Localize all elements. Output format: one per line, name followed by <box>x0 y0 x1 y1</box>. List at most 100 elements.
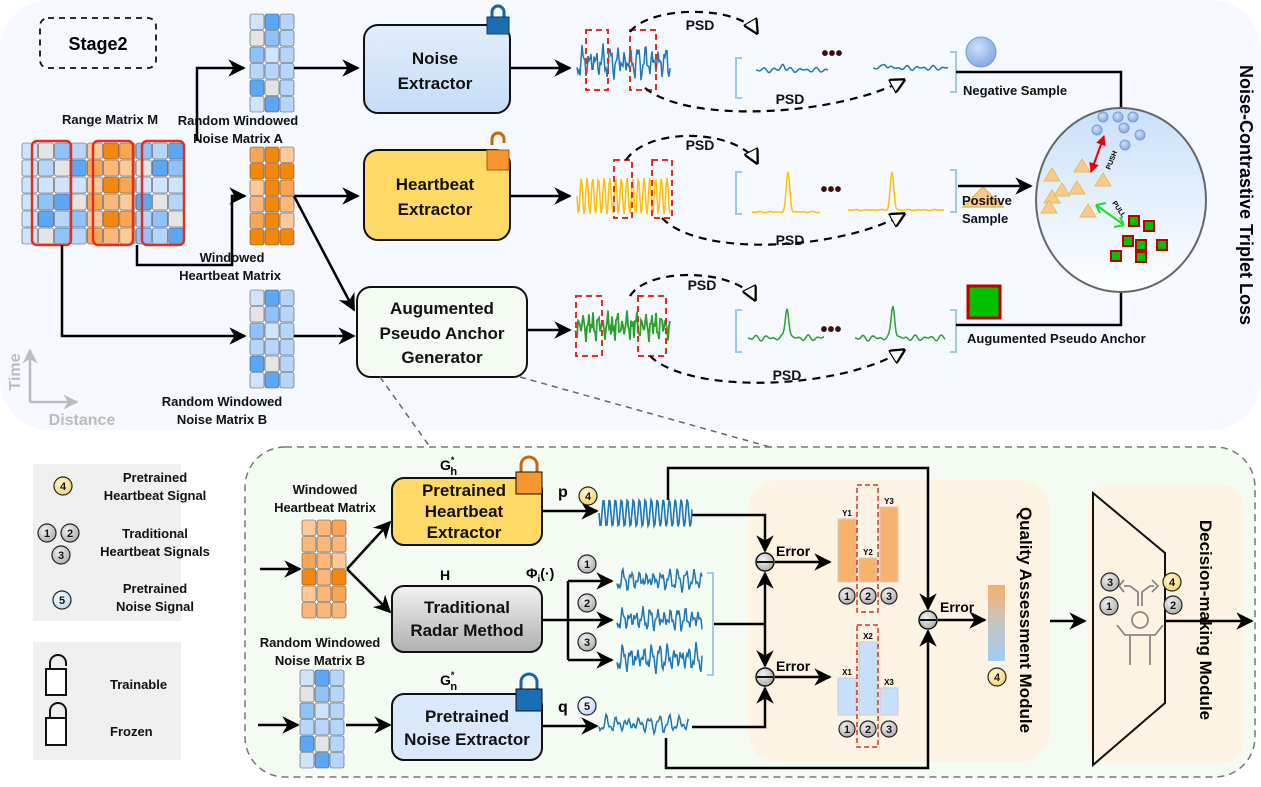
signal-badge: 2 <box>60 523 80 543</box>
matrix-cell <box>279 289 295 306</box>
matrix-cell <box>279 79 295 96</box>
noise-extractor <box>363 24 511 114</box>
detail-noise-matrix-label-2: Noise Matrix B <box>275 653 365 668</box>
matrix-cell <box>264 96 280 113</box>
matrix-cell <box>264 30 280 47</box>
matrix-cell <box>314 702 330 719</box>
detail-heartbeat-matrix <box>301 519 347 619</box>
positive-point <box>1073 158 1091 173</box>
psd-plot <box>854 305 946 342</box>
matrix-cell <box>119 193 136 211</box>
matrix-cell <box>249 79 265 96</box>
ellipsis: ••• <box>820 179 841 201</box>
frozen-lock-icon <box>486 4 510 35</box>
matrix-cell <box>316 602 332 619</box>
heartbeat-extractor-label-1: Heartbeat <box>396 175 475 194</box>
matrix-cell <box>316 536 332 553</box>
detail-input-arrows <box>258 520 392 734</box>
signal-badge: 3 <box>51 545 71 565</box>
badge-number: 4 <box>1169 577 1176 589</box>
trm-label-2: Radar Method <box>410 621 523 640</box>
badge-number: 3 <box>886 724 892 736</box>
matrix-cell <box>119 159 136 177</box>
detail-heartbeat-matrix-label-1: Windowed <box>293 482 358 497</box>
signal-badge: 2 <box>859 587 877 605</box>
noise-window-b <box>140 139 186 247</box>
matrix-cell <box>279 63 295 80</box>
matrix-cell <box>103 193 120 211</box>
matrix-cell <box>316 552 332 569</box>
positive-sample-label-2: Sample <box>962 211 1008 226</box>
ellipsis: ••• <box>820 319 841 341</box>
badge-number: 4 <box>60 481 67 493</box>
error-label-final: Error <box>940 599 975 615</box>
matrix-cell <box>249 355 265 372</box>
badge-number: 2 <box>67 528 73 540</box>
heartbeat-extractor <box>363 149 511 241</box>
matrix-cell <box>299 752 315 769</box>
subtract-node <box>755 667 775 687</box>
bar-label: X2 <box>863 632 873 641</box>
matrix-cell <box>331 585 347 602</box>
negative-point <box>1112 111 1124 123</box>
noise-signal <box>576 43 671 81</box>
error-bar <box>879 687 899 716</box>
noise-matrix-b <box>249 289 295 389</box>
matrix-cell <box>54 193 71 211</box>
signal-badge: 4 <box>987 667 1007 687</box>
matrix-cell <box>279 146 295 163</box>
decision-module-title: Decision-making Module <box>1196 520 1215 720</box>
decision-trapezoid <box>1092 490 1166 768</box>
matrix-cell <box>249 306 265 323</box>
detail-noise-matrix-label-1: Random Windowed <box>260 635 381 650</box>
matrix-cell <box>301 536 317 553</box>
negative-point <box>1097 111 1109 123</box>
matrix-cell <box>249 96 265 113</box>
psd-label: PSD <box>686 17 715 33</box>
negative-point <box>1091 124 1103 136</box>
matrix-cell <box>299 702 315 719</box>
matrix-cell <box>264 13 280 30</box>
matrix-cell <box>331 602 347 619</box>
range-matrix-label: Range Matrix M <box>62 112 158 127</box>
positive-point <box>1053 182 1071 197</box>
error-bar <box>858 557 878 583</box>
psd-arrows <box>625 10 904 384</box>
matrix-cell <box>279 46 295 63</box>
psd-plot <box>872 63 949 72</box>
phe-label-3: Extractor <box>427 523 502 542</box>
subtract-node <box>755 552 775 572</box>
negative-point <box>1134 129 1146 141</box>
decision-person-icon <box>1116 579 1164 665</box>
matrix-cell <box>264 339 280 356</box>
matrix-cell <box>86 176 103 194</box>
signal-badge: 2 <box>859 720 877 738</box>
matrix-cell <box>37 142 54 160</box>
anchor-signal <box>574 310 671 343</box>
anchor-sample-icon <box>966 284 1002 320</box>
matrix-cell <box>135 142 152 160</box>
positive-point <box>1043 167 1061 182</box>
detail-noise-matrix <box>299 669 345 769</box>
matrix-cell <box>152 176 168 194</box>
matrix-cell <box>168 193 185 211</box>
positive-point <box>1094 172 1112 187</box>
matrix-cell <box>168 227 185 245</box>
negative-sample-icon <box>965 36 997 68</box>
trm-label-1: Traditional <box>424 598 510 617</box>
matrix-cell <box>152 159 168 177</box>
matrix-cell <box>54 176 71 194</box>
matrix-cell <box>316 569 332 586</box>
badge-number: 1 <box>44 528 50 540</box>
noise-matrix-b-label-2: Noise Matrix B <box>177 412 267 427</box>
closed-lock-icon <box>45 702 67 746</box>
pull-arrow <box>1095 202 1125 228</box>
detail-output-arrows <box>542 466 1254 770</box>
apag-label-1: Augumented <box>390 299 494 318</box>
negative-sample-label: Negative Sample <box>963 83 1067 98</box>
frozen-lock-icon <box>515 672 543 712</box>
matrix-cell <box>249 212 265 229</box>
matrix-cell <box>37 159 54 177</box>
anchor-point <box>1128 215 1140 227</box>
